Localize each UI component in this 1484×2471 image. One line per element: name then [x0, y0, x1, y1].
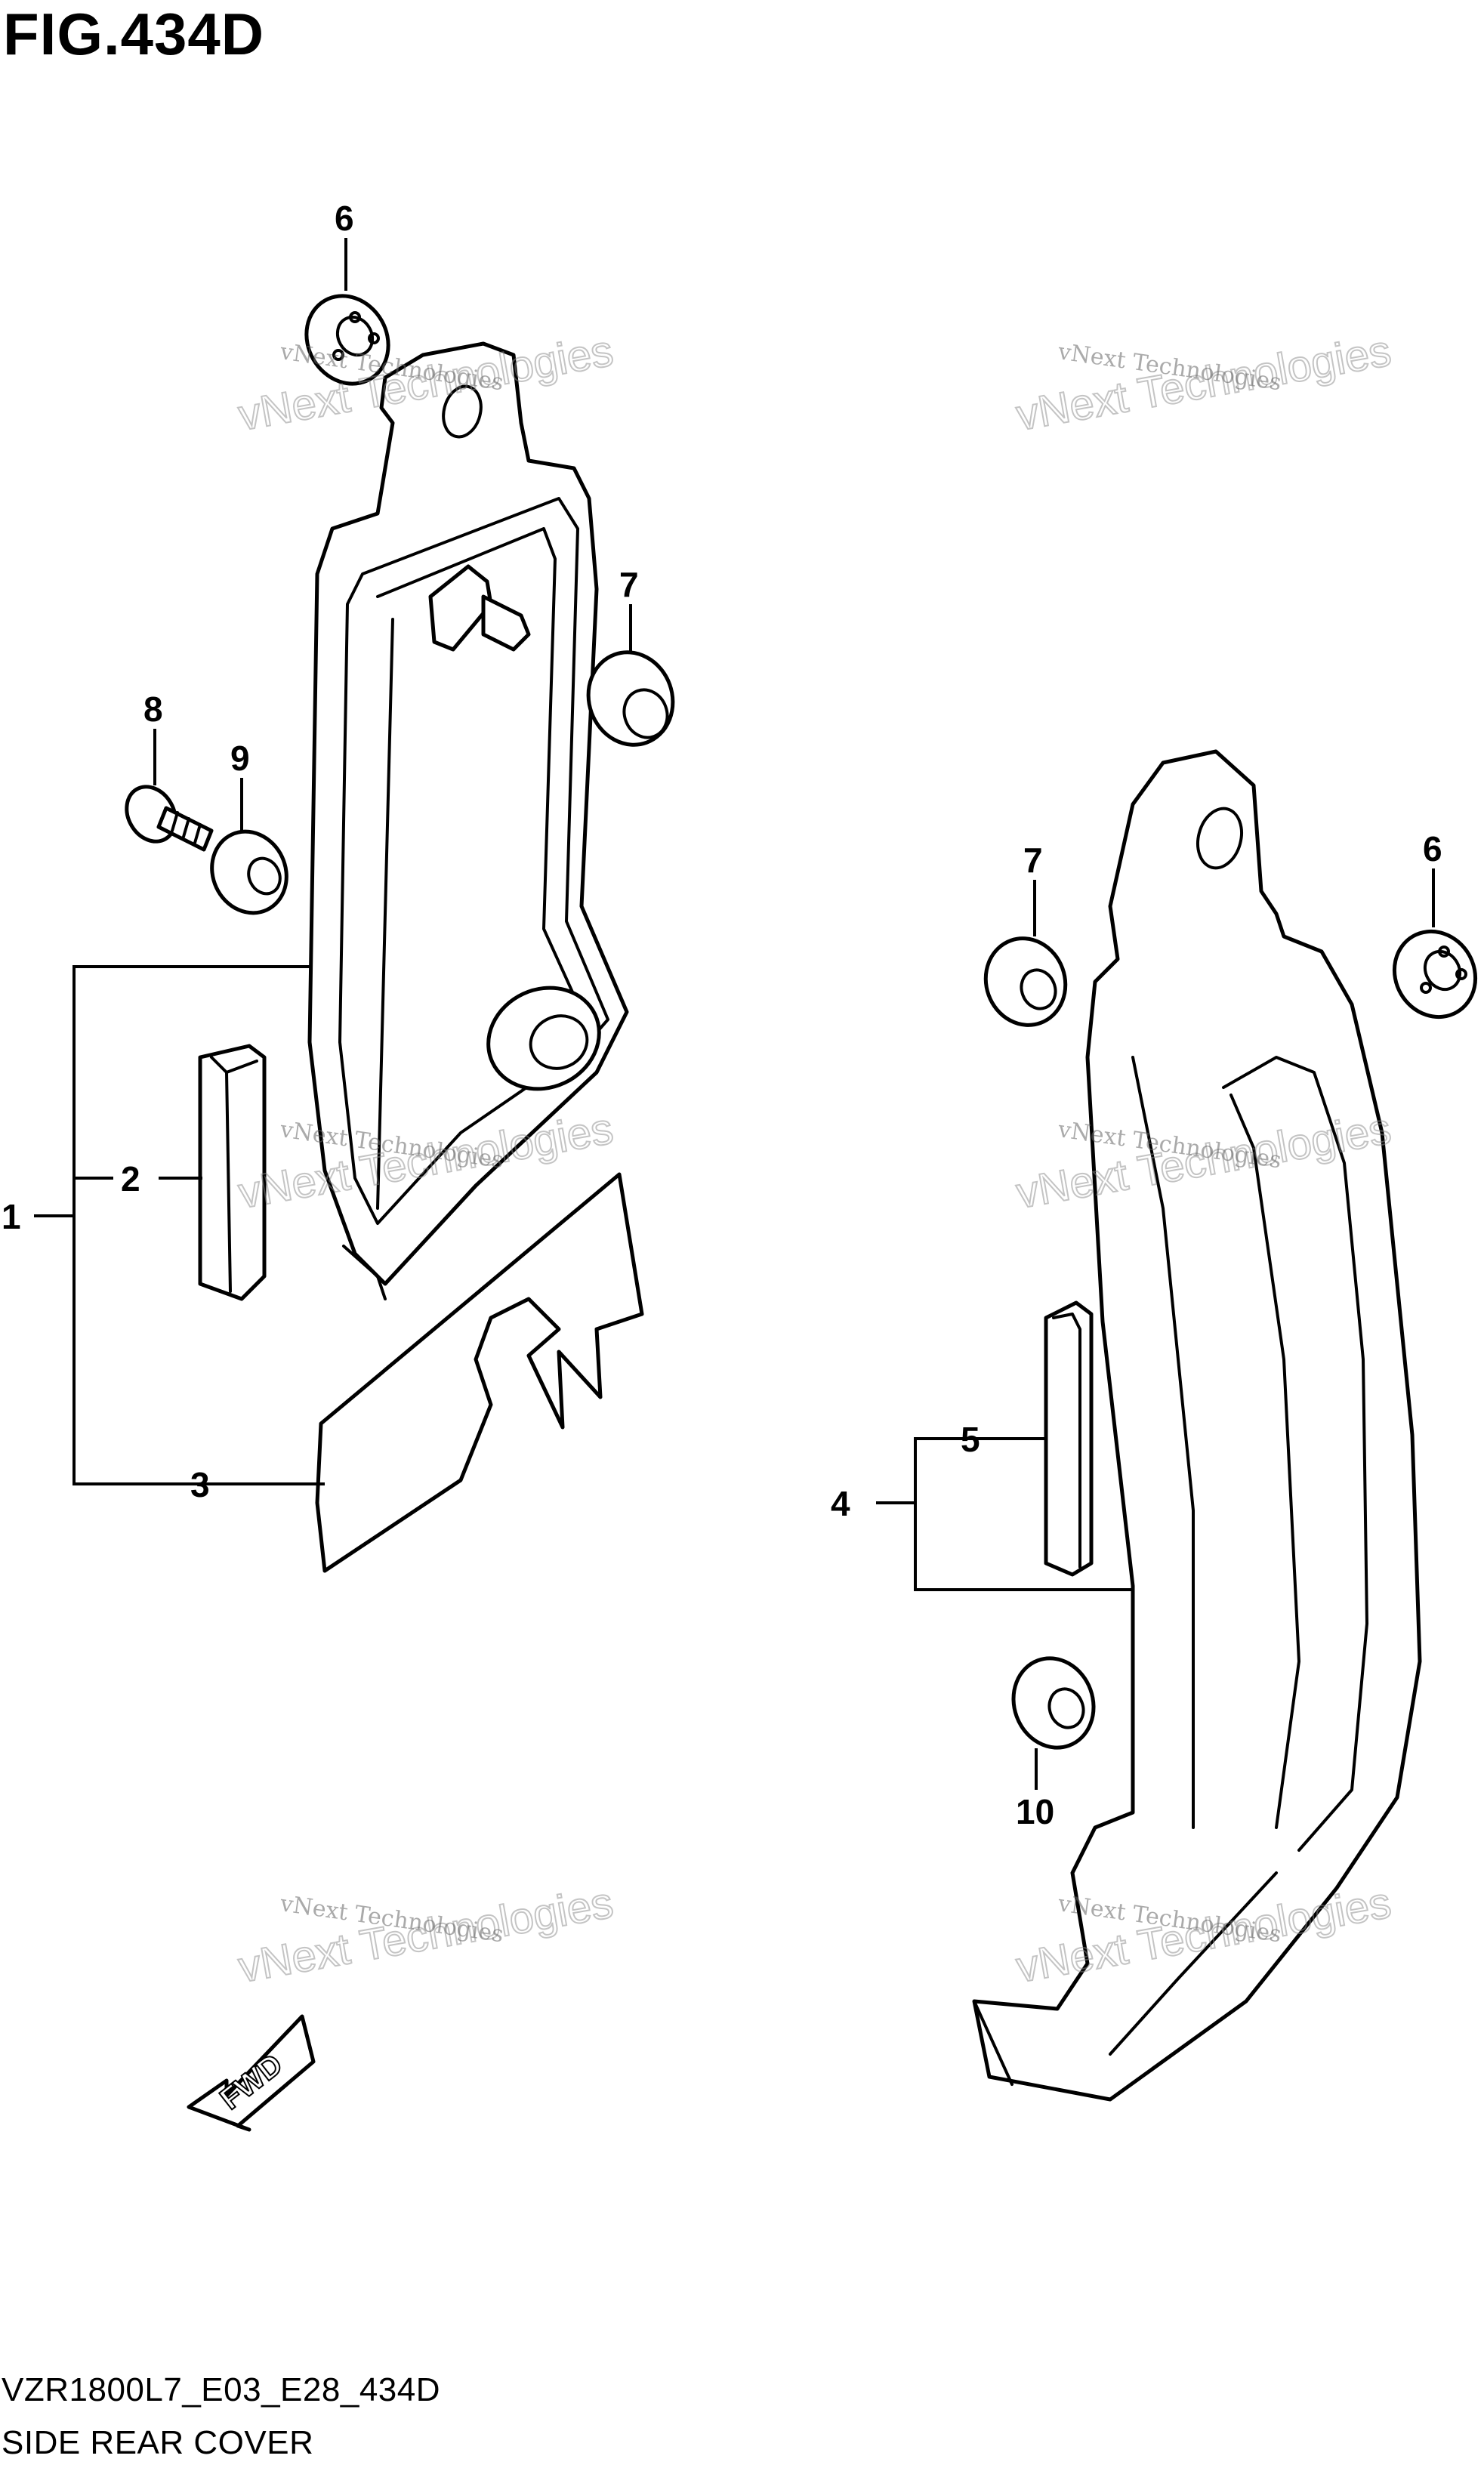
callout-1: 1	[2, 1197, 21, 1236]
callout-6-right: 6	[1423, 829, 1442, 868]
figure-name: SIDE REAR COVER	[2, 2424, 314, 2461]
grommet-10	[1011, 1656, 1096, 1750]
fwd-arrow-icon: FWD	[187, 2014, 316, 2132]
right-side-cover	[972, 749, 1422, 2102]
grommet-6-left	[304, 294, 390, 386]
grommet-6-right	[1392, 929, 1478, 1020]
callout-10: 10	[1016, 1792, 1054, 1831]
callout-7-right: 7	[1023, 841, 1043, 880]
callout-4: 4	[831, 1484, 850, 1523]
bolt-8	[125, 785, 214, 852]
callout-7-left: 7	[619, 565, 639, 604]
watermark-top-right: vNext Technologies vNext Technologies	[1012, 325, 1396, 441]
trim-strip-left	[198, 1044, 267, 1301]
bushing-7-left	[586, 650, 675, 747]
callout-2: 2	[121, 1159, 140, 1198]
figure-code: VZR1800L7_E03_E28_434D	[2, 2371, 441, 2408]
bushing-7-right	[983, 936, 1068, 1027]
callout-9: 9	[230, 739, 250, 778]
cover-sheet	[315, 1172, 644, 1573]
callout-8: 8	[143, 689, 163, 729]
trim-strip-right	[1044, 1300, 1094, 1577]
watermark-bottom-left: vNext Technologies vNext Technologies	[234, 1877, 618, 1993]
callout-5: 5	[961, 1420, 980, 1459]
left-side-cover	[307, 341, 629, 1300]
grommet-9	[210, 829, 288, 915]
callout-numbers: 6 7 8 9 1 2 3 7 6 5 4 10	[2, 199, 1442, 1831]
figure-title: FIG.434D	[3, 1, 265, 67]
callout-3: 3	[190, 1465, 210, 1504]
callout-6-left: 6	[335, 199, 354, 238]
leader-lines	[34, 238, 1435, 1790]
